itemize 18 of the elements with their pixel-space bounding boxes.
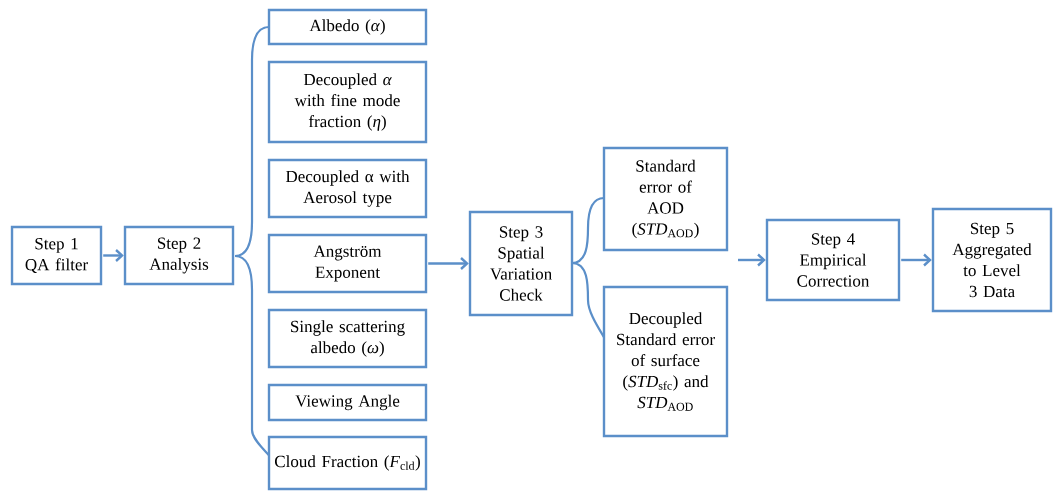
arrow [428, 257, 469, 270]
process-box: Viewing Angle [267, 383, 428, 422]
arrow [103, 249, 124, 262]
process-box: Decoupled α with Aerosol type [267, 158, 428, 219]
process-box: Standard error of AOD (STD$_{AOD}$) [602, 146, 729, 252]
process-box: Angström Exponent [267, 233, 428, 294]
arrow [738, 253, 766, 267]
process-box: Cloud Fraction (F$_{cld}$) [267, 435, 428, 491]
process-box: Step 3 Spatial Variation Check [468, 210, 574, 317]
process-box: Step 2 Analysis [123, 225, 235, 286]
process-box: Albedo (α) [267, 8, 428, 46]
process-box: Single scattering albedo (ω) [267, 308, 428, 369]
process-box: Decoupled α with fine mode fraction (η) [267, 60, 428, 144]
process-box: Step 4 Empirical Correction [765, 218, 901, 302]
arrow [901, 253, 932, 267]
process-box: Step 5 Aggregated to Level 3 Data [931, 207, 1053, 313]
process-box: Step 1 QA filter [10, 225, 103, 286]
process-box: Decoupled Standard error of surface (STD$_{sfc}$) and STD$_{AOD}$ [602, 285, 729, 438]
